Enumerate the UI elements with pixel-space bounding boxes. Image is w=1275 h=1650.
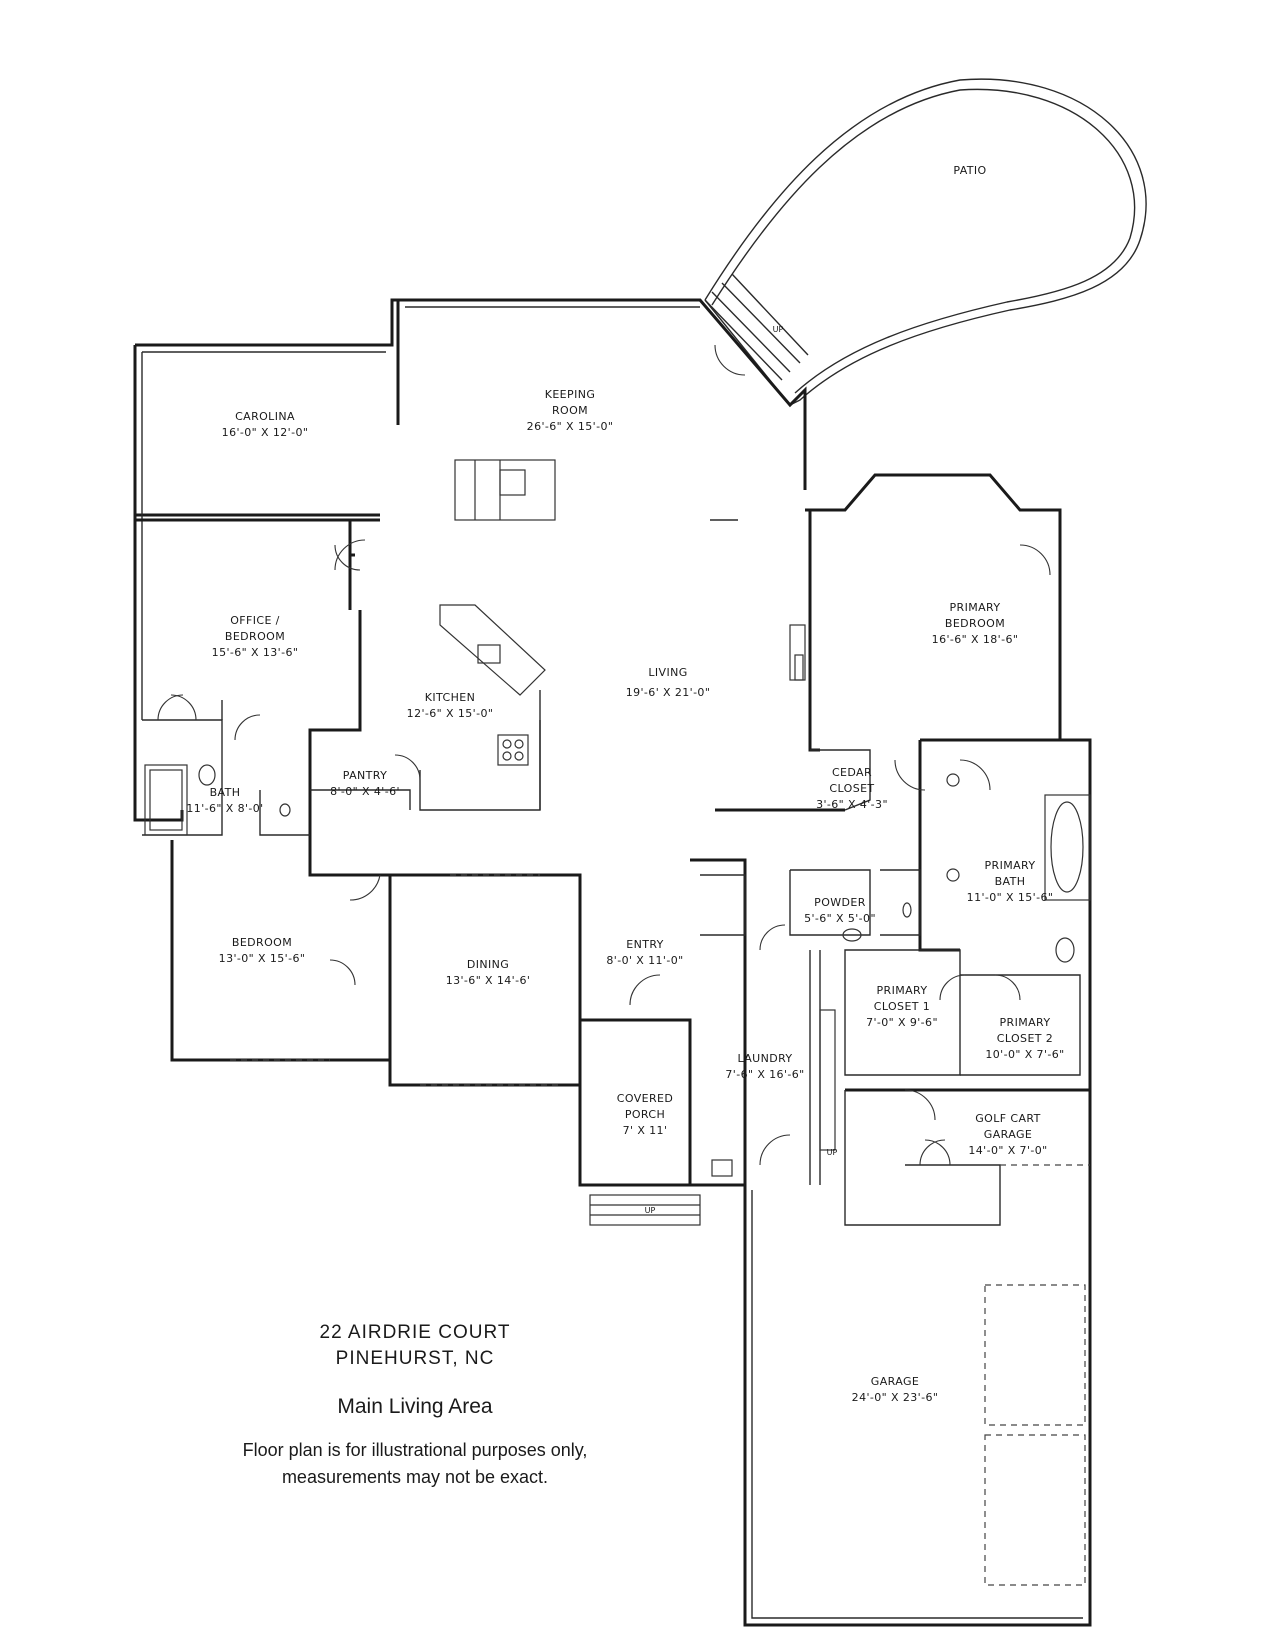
cedar-closet-dims: 3'-6" X 4'-3" xyxy=(816,798,888,811)
garage-label: GARAGE xyxy=(871,1375,919,1388)
bath-label: BATH xyxy=(210,786,241,799)
office-label-2: BEDROOM xyxy=(225,630,285,643)
cedar-closet-label-2: CLOSET xyxy=(829,782,874,795)
patio xyxy=(704,78,1147,406)
living-dims: 19'-6' X 21'-0" xyxy=(626,686,711,699)
primary-bath-label-2: BATH xyxy=(995,875,1026,888)
kitchen-dims: 12'-6" X 15'-0" xyxy=(407,707,494,720)
fixtures xyxy=(144,459,1091,1586)
keeping-room-label-2: ROOM xyxy=(552,404,588,417)
primary-bath-label: PRIMARY xyxy=(985,859,1036,872)
primary-bath-dims: 11'-0" X 15'-6" xyxy=(967,891,1054,904)
room-labels: PATIO KEEPING ROOM 26'-6" X 15'-0" CAROL… xyxy=(186,164,1064,1404)
pantry-dims: 8'-0" X 4'-6' xyxy=(330,785,400,798)
entry-dims: 8'-0' X 11'-0" xyxy=(606,954,683,967)
carolina-dims: 16'-0" X 12'-0" xyxy=(222,426,309,439)
living-label: LIVING xyxy=(648,666,687,679)
laundry-dims: 7'-6" X 16'-6" xyxy=(725,1068,804,1081)
entry-label: ENTRY xyxy=(626,938,664,951)
disclaimer-line-1: Floor plan is for illustrational purpose… xyxy=(242,1440,588,1460)
laundry-label: LAUNDRY xyxy=(737,1052,792,1065)
carolina-label: CAROLINA xyxy=(235,410,295,423)
golf-cart-garage-label: GOLF CART xyxy=(975,1112,1041,1125)
dining-dims: 13'-6" X 14'-6' xyxy=(446,974,531,987)
covered-porch-dims: 7' X 11' xyxy=(623,1124,668,1137)
covered-porch-label: COVERED xyxy=(617,1092,673,1105)
kitchen-label: KITCHEN xyxy=(425,691,475,704)
covered-porch-label-2: PORCH xyxy=(625,1108,665,1121)
primary-closet-1-label-2: CLOSET 1 xyxy=(874,1000,930,1013)
office-dims: 15'-6" X 13'-6" xyxy=(212,646,299,659)
patio-label: PATIO xyxy=(953,164,986,177)
primary-closet-2-label: PRIMARY xyxy=(1000,1016,1051,1029)
golf-cart-garage-dims: 14'-0" X 7'-0" xyxy=(968,1144,1047,1157)
primary-closet-1-label: PRIMARY xyxy=(877,984,928,997)
area-title: Main Living Area xyxy=(337,1395,493,1418)
doors xyxy=(157,344,1051,1166)
powder-label: POWDER xyxy=(814,896,866,909)
patio-steps-label: UP xyxy=(773,325,784,334)
bedroom-label: BEDROOM xyxy=(232,936,292,949)
exterior-walls xyxy=(133,298,1092,1627)
address-line-1: 22 AIRDRIE COURT xyxy=(319,1322,511,1343)
primary-closet-2-label-2: CLOSET 2 xyxy=(997,1032,1053,1045)
dining-label: DINING xyxy=(467,958,509,971)
address-line-2: PINEHURST, NC xyxy=(335,1348,495,1369)
pantry-label: PANTRY xyxy=(343,769,387,782)
disclaimer-line-2: measurements may not be exact. xyxy=(281,1467,549,1487)
bath-dims: 11'-6" X 8'-0' xyxy=(186,802,263,815)
laundry-steps-label: UP xyxy=(827,1148,838,1157)
porch-steps-label: UP xyxy=(645,1206,656,1215)
bedroom-dims: 13'-0" X 15'-6" xyxy=(219,952,306,965)
golf-cart-garage-label-2: GARAGE xyxy=(984,1128,1032,1141)
primary-closet-2-dims: 10'-0" X 7'-6" xyxy=(985,1048,1064,1061)
powder-dims: 5'-6" X 5'-0" xyxy=(804,912,876,925)
cedar-closet-label: CEDAR xyxy=(832,766,872,779)
primary-closet-1-dims: 7'-0" X 9'-6" xyxy=(866,1016,938,1029)
office-label: OFFICE / xyxy=(230,614,280,627)
primary-bedroom-dims: 16'-6" X 18'-6" xyxy=(932,633,1019,646)
garage-dims: 24'-0" X 23'-6" xyxy=(852,1391,939,1404)
keeping-room-dims: 26'-6" X 15'-0" xyxy=(527,420,614,433)
primary-bedroom-label-2: BEDROOM xyxy=(945,617,1005,630)
primary-bedroom-label: PRIMARY xyxy=(950,601,1001,614)
keeping-room-label: KEEPING xyxy=(545,388,596,401)
